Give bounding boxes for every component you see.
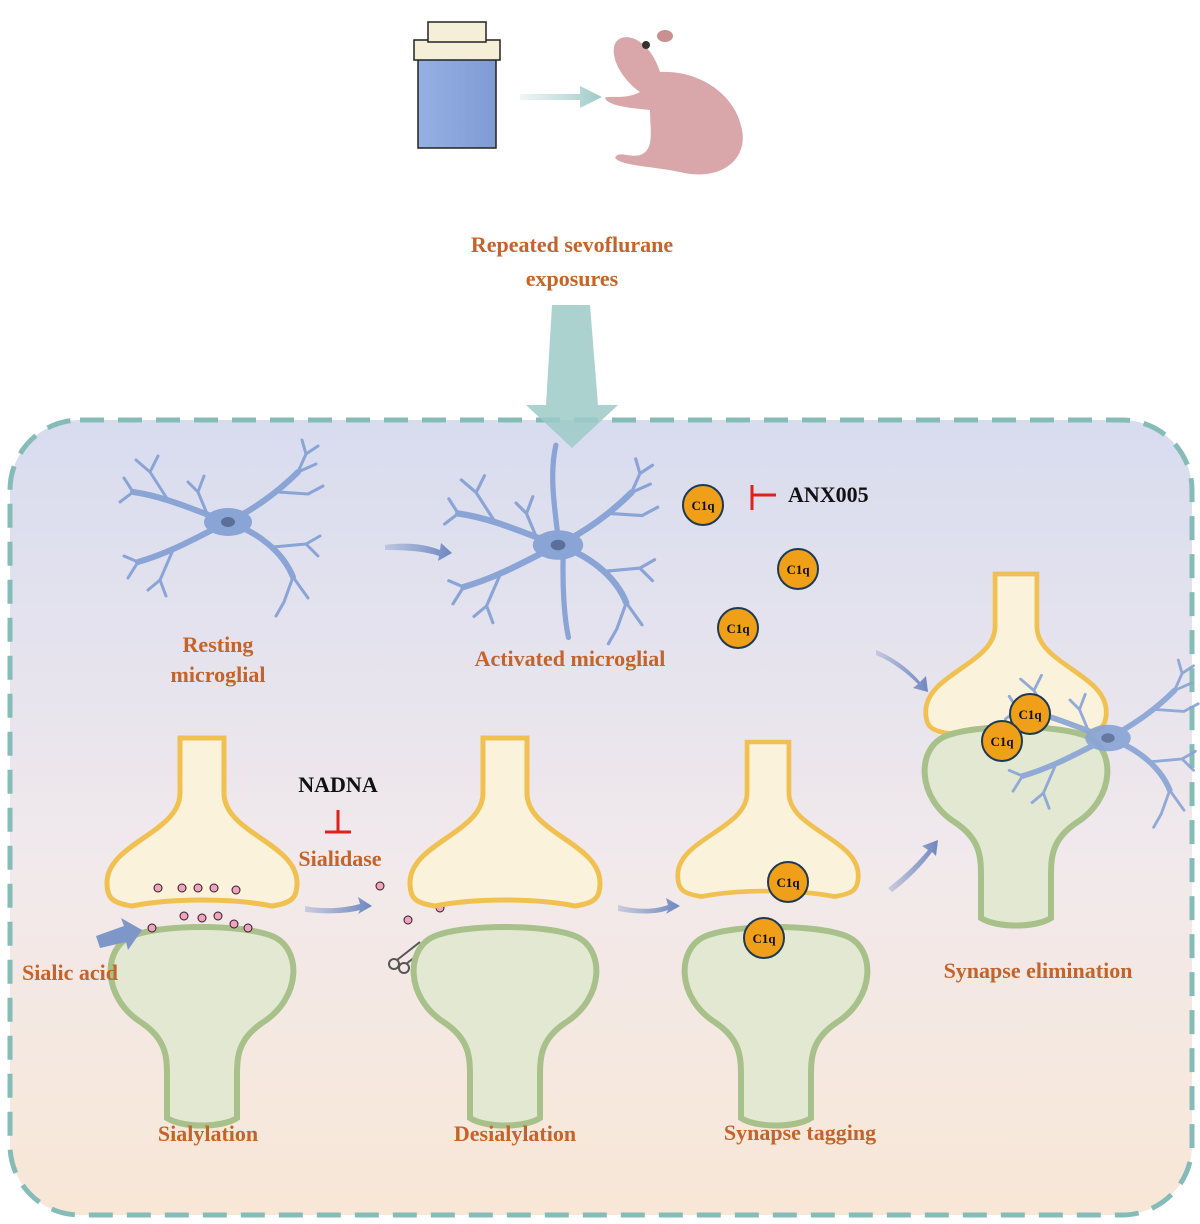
to-elimination-arrow — [876, 650, 928, 692]
sialic-acid-pointer — [96, 918, 142, 950]
svg-text:C1q: C1q — [752, 931, 776, 946]
svg-text:C1q: C1q — [1018, 707, 1042, 722]
anx005-label: ANX005 — [788, 482, 869, 507]
nadna-label: NADNA — [298, 772, 378, 797]
stage-desialylation: Desialylation — [454, 1121, 576, 1146]
c1q-molecule: C1q — [767, 861, 809, 903]
sevoflurane-vial-icon — [413, 21, 501, 149]
svg-text:C1q: C1q — [776, 875, 800, 890]
c1q-molecule: C1q — [1009, 693, 1051, 735]
neonatal-mouse-icon — [605, 30, 743, 175]
tagging-arrow — [618, 898, 680, 914]
c1q-molecule: C1q — [717, 607, 759, 649]
stage-elimination: Synapse elimination — [944, 958, 1133, 983]
desialylation-arrow — [305, 897, 372, 914]
activation-arrow — [385, 543, 452, 561]
nadna-inhibition-icon — [325, 810, 351, 834]
svg-text:C1q: C1q — [990, 734, 1014, 749]
sialidase-label: Sialidase — [298, 846, 381, 871]
exposure-title: Repeated sevoflurane exposures — [471, 232, 673, 291]
activated-microglia — [445, 442, 658, 643]
svg-text:C1q: C1q — [786, 562, 810, 577]
resting-label: Resting — [183, 632, 254, 657]
svg-text:C1q: C1q — [691, 498, 715, 513]
resting-label-2: microglial — [171, 662, 266, 687]
svg-text:C1q: C1q — [726, 621, 750, 636]
sialic-acid-label: Sialic acid — [22, 960, 118, 985]
stage-sialylation: Sialylation — [158, 1121, 258, 1146]
svg-text:Repeated sevoflurane: Repeated sevoflurane — [471, 232, 673, 257]
svg-text:exposures: exposures — [526, 266, 619, 291]
anx005-inhibition-icon — [750, 485, 776, 510]
c1q-molecule: C1q — [682, 484, 724, 526]
c1q-molecule: C1q — [777, 548, 819, 590]
exposure-arrow — [520, 86, 602, 108]
exposure-down-arrow — [526, 305, 618, 448]
activated-label: Activated microglial — [475, 646, 666, 671]
stage-tagging: Synapse tagging — [724, 1120, 876, 1145]
c1q-molecule: C1q — [743, 917, 785, 959]
mechanism-panel — [7, 417, 1195, 1218]
c1q-molecule: C1q — [981, 720, 1023, 762]
sialic-acid-groups — [147, 883, 253, 933]
to-engulfment-arrow — [888, 840, 938, 892]
